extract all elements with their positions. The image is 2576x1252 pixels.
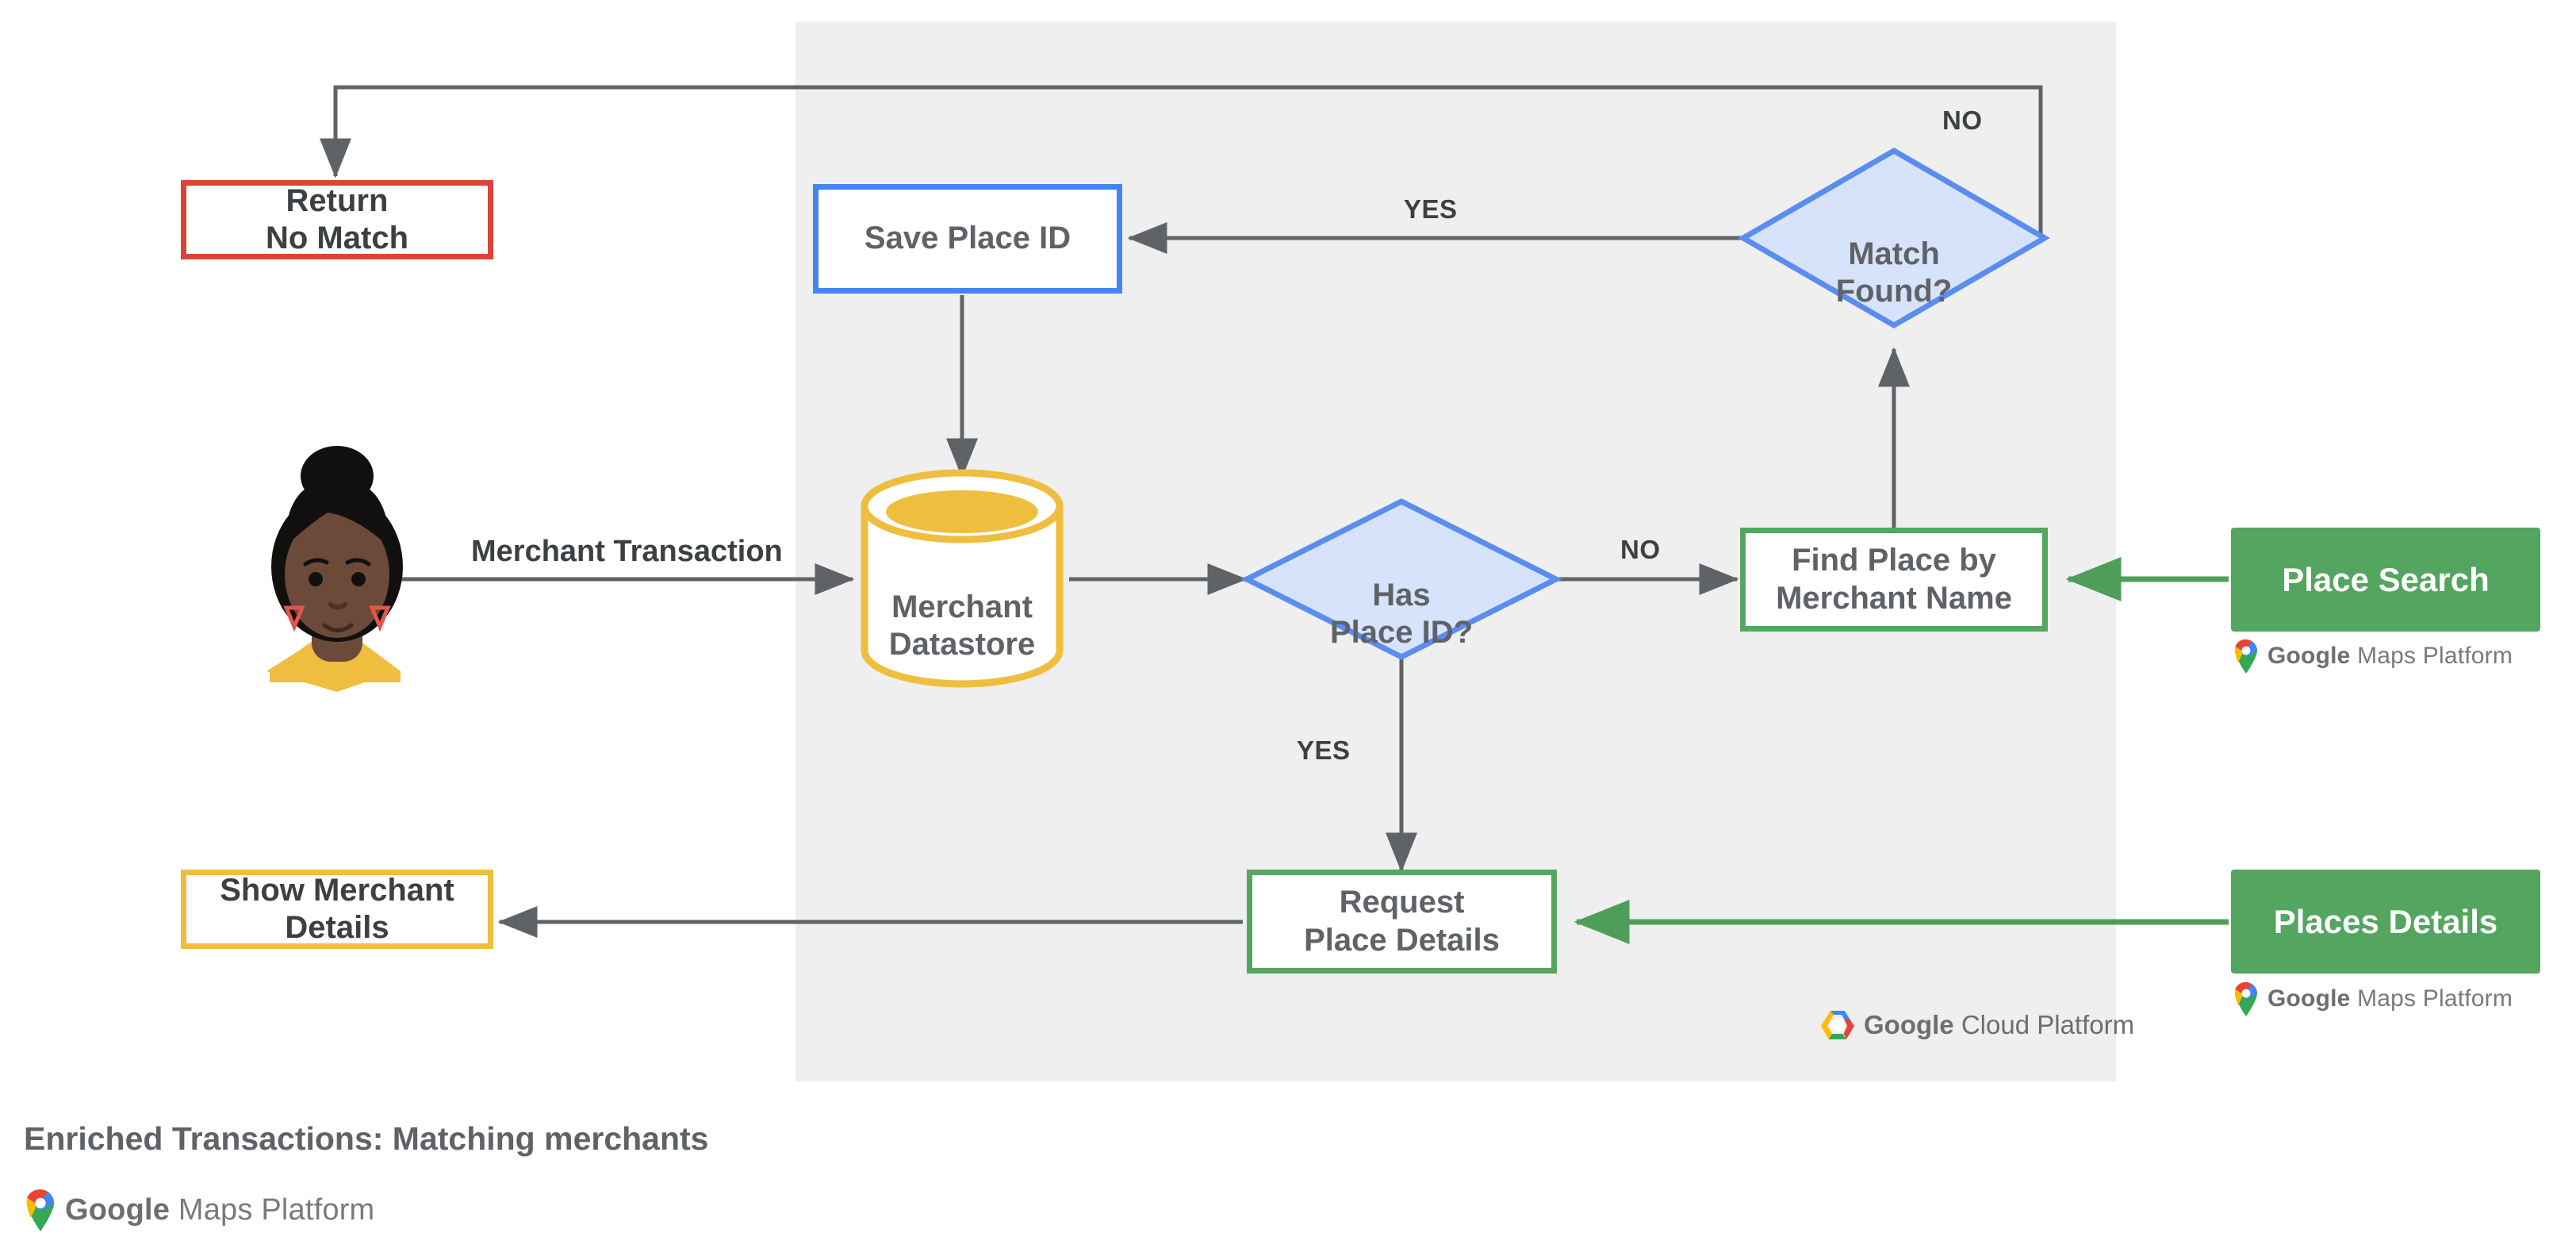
- node-request-details-label: Request Place Details: [1304, 885, 1500, 958]
- node-save-place-id-label: Save Place ID: [864, 221, 1071, 256]
- node-place-search[interactable]: Place Search: [2231, 528, 2540, 632]
- node-place-search-label: Place Search: [2282, 560, 2490, 598]
- edge-label-yes-has-place-id: YES: [1297, 735, 1351, 765]
- node-return-no-match[interactable]: Return No Match: [181, 180, 493, 259]
- google-maps-pin-icon: [26, 1189, 55, 1231]
- node-save-place-id[interactable]: Save Place ID: [813, 184, 1122, 294]
- node-merchant-datastore-shape: [861, 469, 1064, 688]
- node-merchant-datastore-label: Merchant Datastore: [888, 590, 1036, 662]
- google-maps-pin-icon: [2234, 981, 2257, 1016]
- brand-google-cloud-platform-text: Google Cloud Platform: [1864, 1010, 2135, 1039]
- brand-maps-platform-footer: Google Maps Platform: [24, 1189, 374, 1231]
- google-cloud-hexagon-icon: [1821, 1011, 1854, 1039]
- edge-matchfound-no-to-returnnomatch: [320, 85, 2043, 238]
- page-title: Enriched Transactions: Matching merchant…: [24, 1120, 709, 1157]
- node-show-merchant-details[interactable]: Show Merchant Details: [181, 870, 493, 949]
- user-avatar: [266, 446, 403, 692]
- brand-google-cloud-platform: Google Cloud Platform: [1821, 1009, 2134, 1041]
- node-has-place-id-shape: [1240, 498, 1562, 660]
- edge-label-merchant-transaction: Merchant Transaction: [471, 535, 783, 568]
- node-show-merchant-label: Show Merchant Details: [220, 872, 454, 945]
- edge-label-no-has-place-id: NO: [1620, 535, 1661, 564]
- brand-maps-platform-text: Google Maps Platform: [2267, 985, 2513, 1012]
- node-match-found-label: Match Found?: [1835, 236, 1953, 309]
- node-has-place-id-label: Has Place ID?: [1329, 578, 1474, 651]
- brand-maps-platform-text: Google Maps Platform: [65, 1192, 375, 1227]
- node-request-place-details[interactable]: Request Place Details: [1247, 870, 1557, 974]
- node-find-place-label: Find Place by Merchant Name: [1776, 543, 2012, 616]
- node-places-details[interactable]: Places Details: [2231, 870, 2540, 974]
- brand-maps-platform-places-details: Google Maps Platform: [2233, 981, 2513, 1016]
- node-match-found-shape: [1738, 147, 2050, 329]
- brand-maps-platform-text: Google Maps Platform: [2267, 643, 2513, 669]
- node-return-no-match-label: Return No Match: [266, 182, 408, 255]
- node-places-details-label: Places Details: [2273, 902, 2498, 940]
- brand-maps-platform-place-search: Google Maps Platform: [2233, 639, 2513, 674]
- edge-label-yes-match-found: YES: [1404, 194, 1458, 224]
- edge-label-no-match-found: NO: [1942, 106, 1983, 135]
- google-maps-pin-icon: [2234, 639, 2257, 674]
- node-find-place-by-merchant-name[interactable]: Find Place by Merchant Name: [1740, 528, 2048, 632]
